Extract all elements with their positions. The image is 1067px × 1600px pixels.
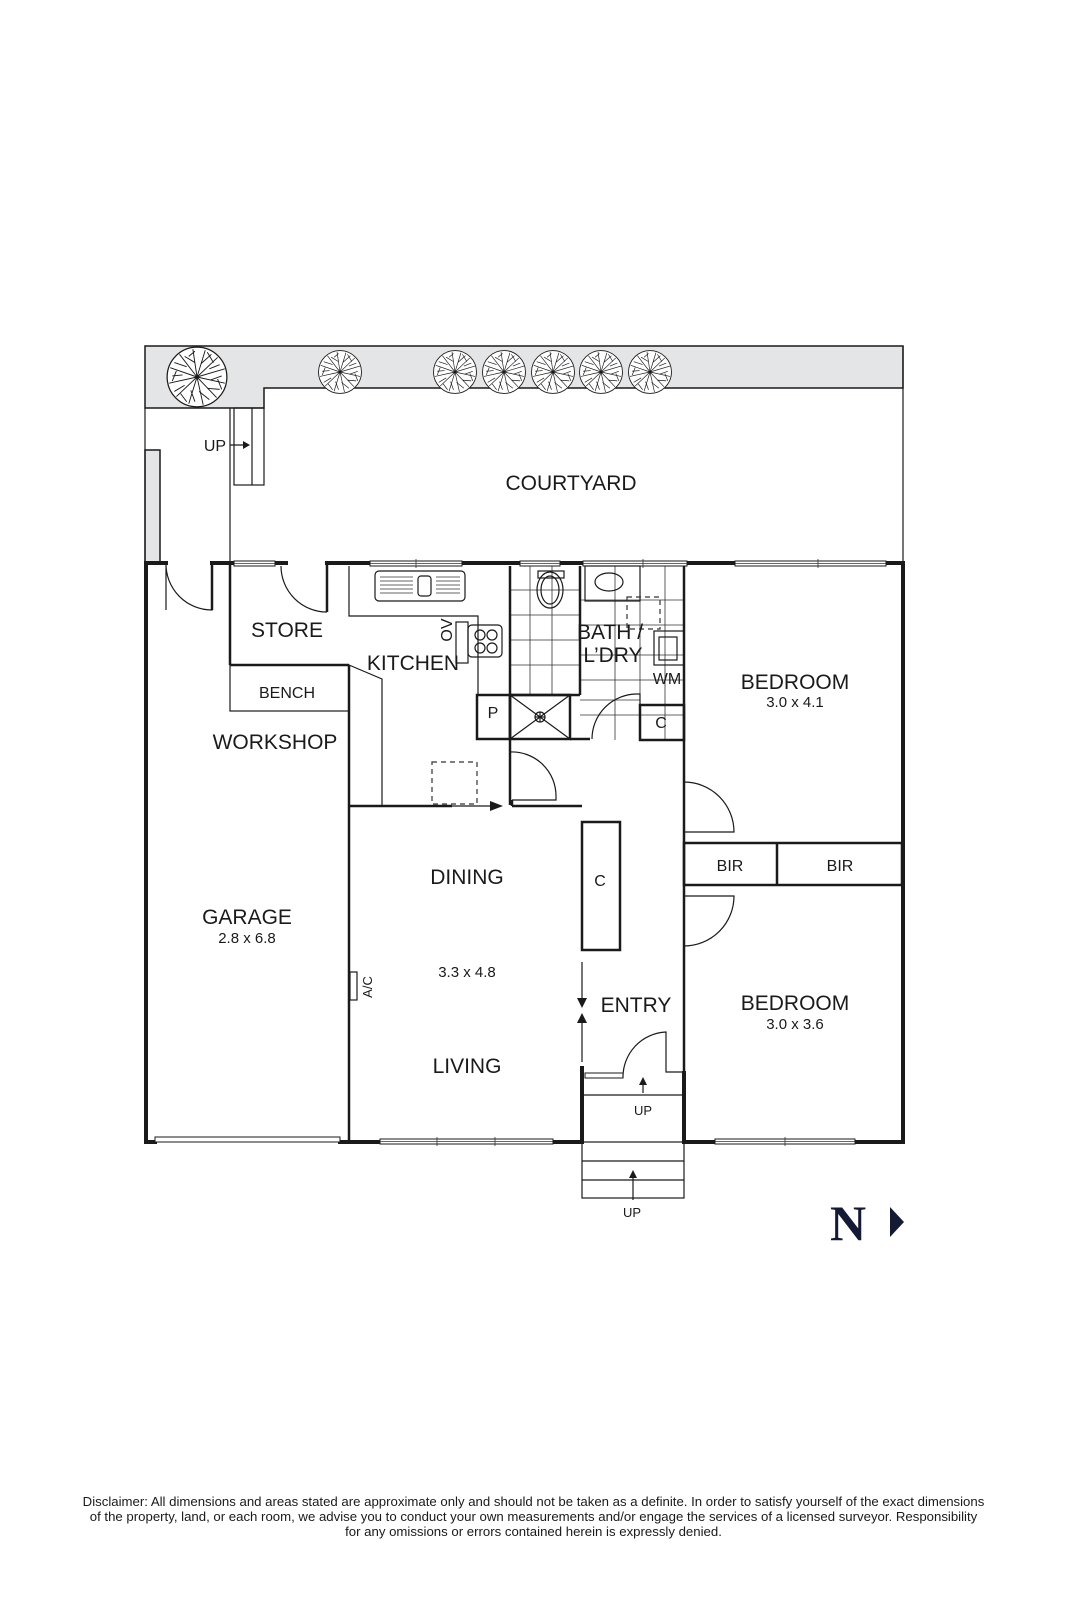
exterior-walls (144, 561, 905, 1144)
bedroom1-label: BEDROOM (741, 671, 850, 694)
bedroom2-label: BEDROOM (741, 992, 850, 1015)
disclaimer-line-3: for any omissions or errors contained he… (345, 1524, 722, 1539)
garage-dimensions: 2.8 x 6.8 (218, 930, 276, 947)
bath-laundry-label-line2: L’DRY (583, 644, 642, 667)
tree-icon (482, 350, 526, 394)
bath-laundry-label-line1: BATH / (577, 621, 643, 644)
tree-icon (628, 350, 672, 394)
bir1-label: BIR (717, 858, 744, 875)
living-dimensions: 3.3 x 4.8 (438, 964, 496, 981)
ac-label: A/C (360, 976, 375, 998)
pantry-label: P (488, 705, 499, 722)
living-label: LIVING (433, 1055, 502, 1078)
courtyard-label: COURTYARD (505, 472, 636, 495)
windows (154, 559, 887, 1146)
north-compass-label: N (830, 1195, 867, 1251)
bath-cupboard-label: C (655, 715, 667, 732)
disclaimer: Disclaimer: All dimensions and areas sta… (0, 1494, 1067, 1539)
tree-icon (579, 350, 623, 394)
side-garden-strip (144, 449, 161, 564)
tree-icon (531, 350, 575, 394)
kitchen-label: KITCHEN (367, 652, 459, 675)
washing-machine-label: WM (653, 671, 681, 688)
bedroom2-dimensions: 3.0 x 3.6 (766, 1016, 824, 1033)
entry-cupboard-label: C (594, 873, 606, 890)
tree-icon (433, 350, 477, 394)
front-steps-up-label: UP (623, 1205, 641, 1220)
entry-landing-up-label: UP (634, 1103, 652, 1118)
bedroom1-dimensions: 3.0 x 4.1 (766, 694, 824, 711)
north-arrow-icon (890, 1207, 904, 1237)
tree-icon (318, 350, 362, 394)
store-label: STORE (251, 619, 323, 642)
oven-label: OV (439, 618, 456, 641)
garage-label: GARAGE (202, 906, 292, 929)
bir2-label: BIR (827, 858, 854, 875)
workshop-label: WORKSHOP (213, 731, 338, 754)
disclaimer-line-1: Disclaimer: All dimensions and areas sta… (82, 1494, 985, 1509)
tree-icon (166, 346, 228, 408)
bench-label: BENCH (259, 685, 315, 702)
entry-label: ENTRY (601, 994, 672, 1017)
courtyard-steps-up-label: UP (204, 438, 226, 455)
dining-label: DINING (430, 866, 504, 889)
disclaimer-line-2: of the property, land, or each room, we … (89, 1509, 978, 1524)
